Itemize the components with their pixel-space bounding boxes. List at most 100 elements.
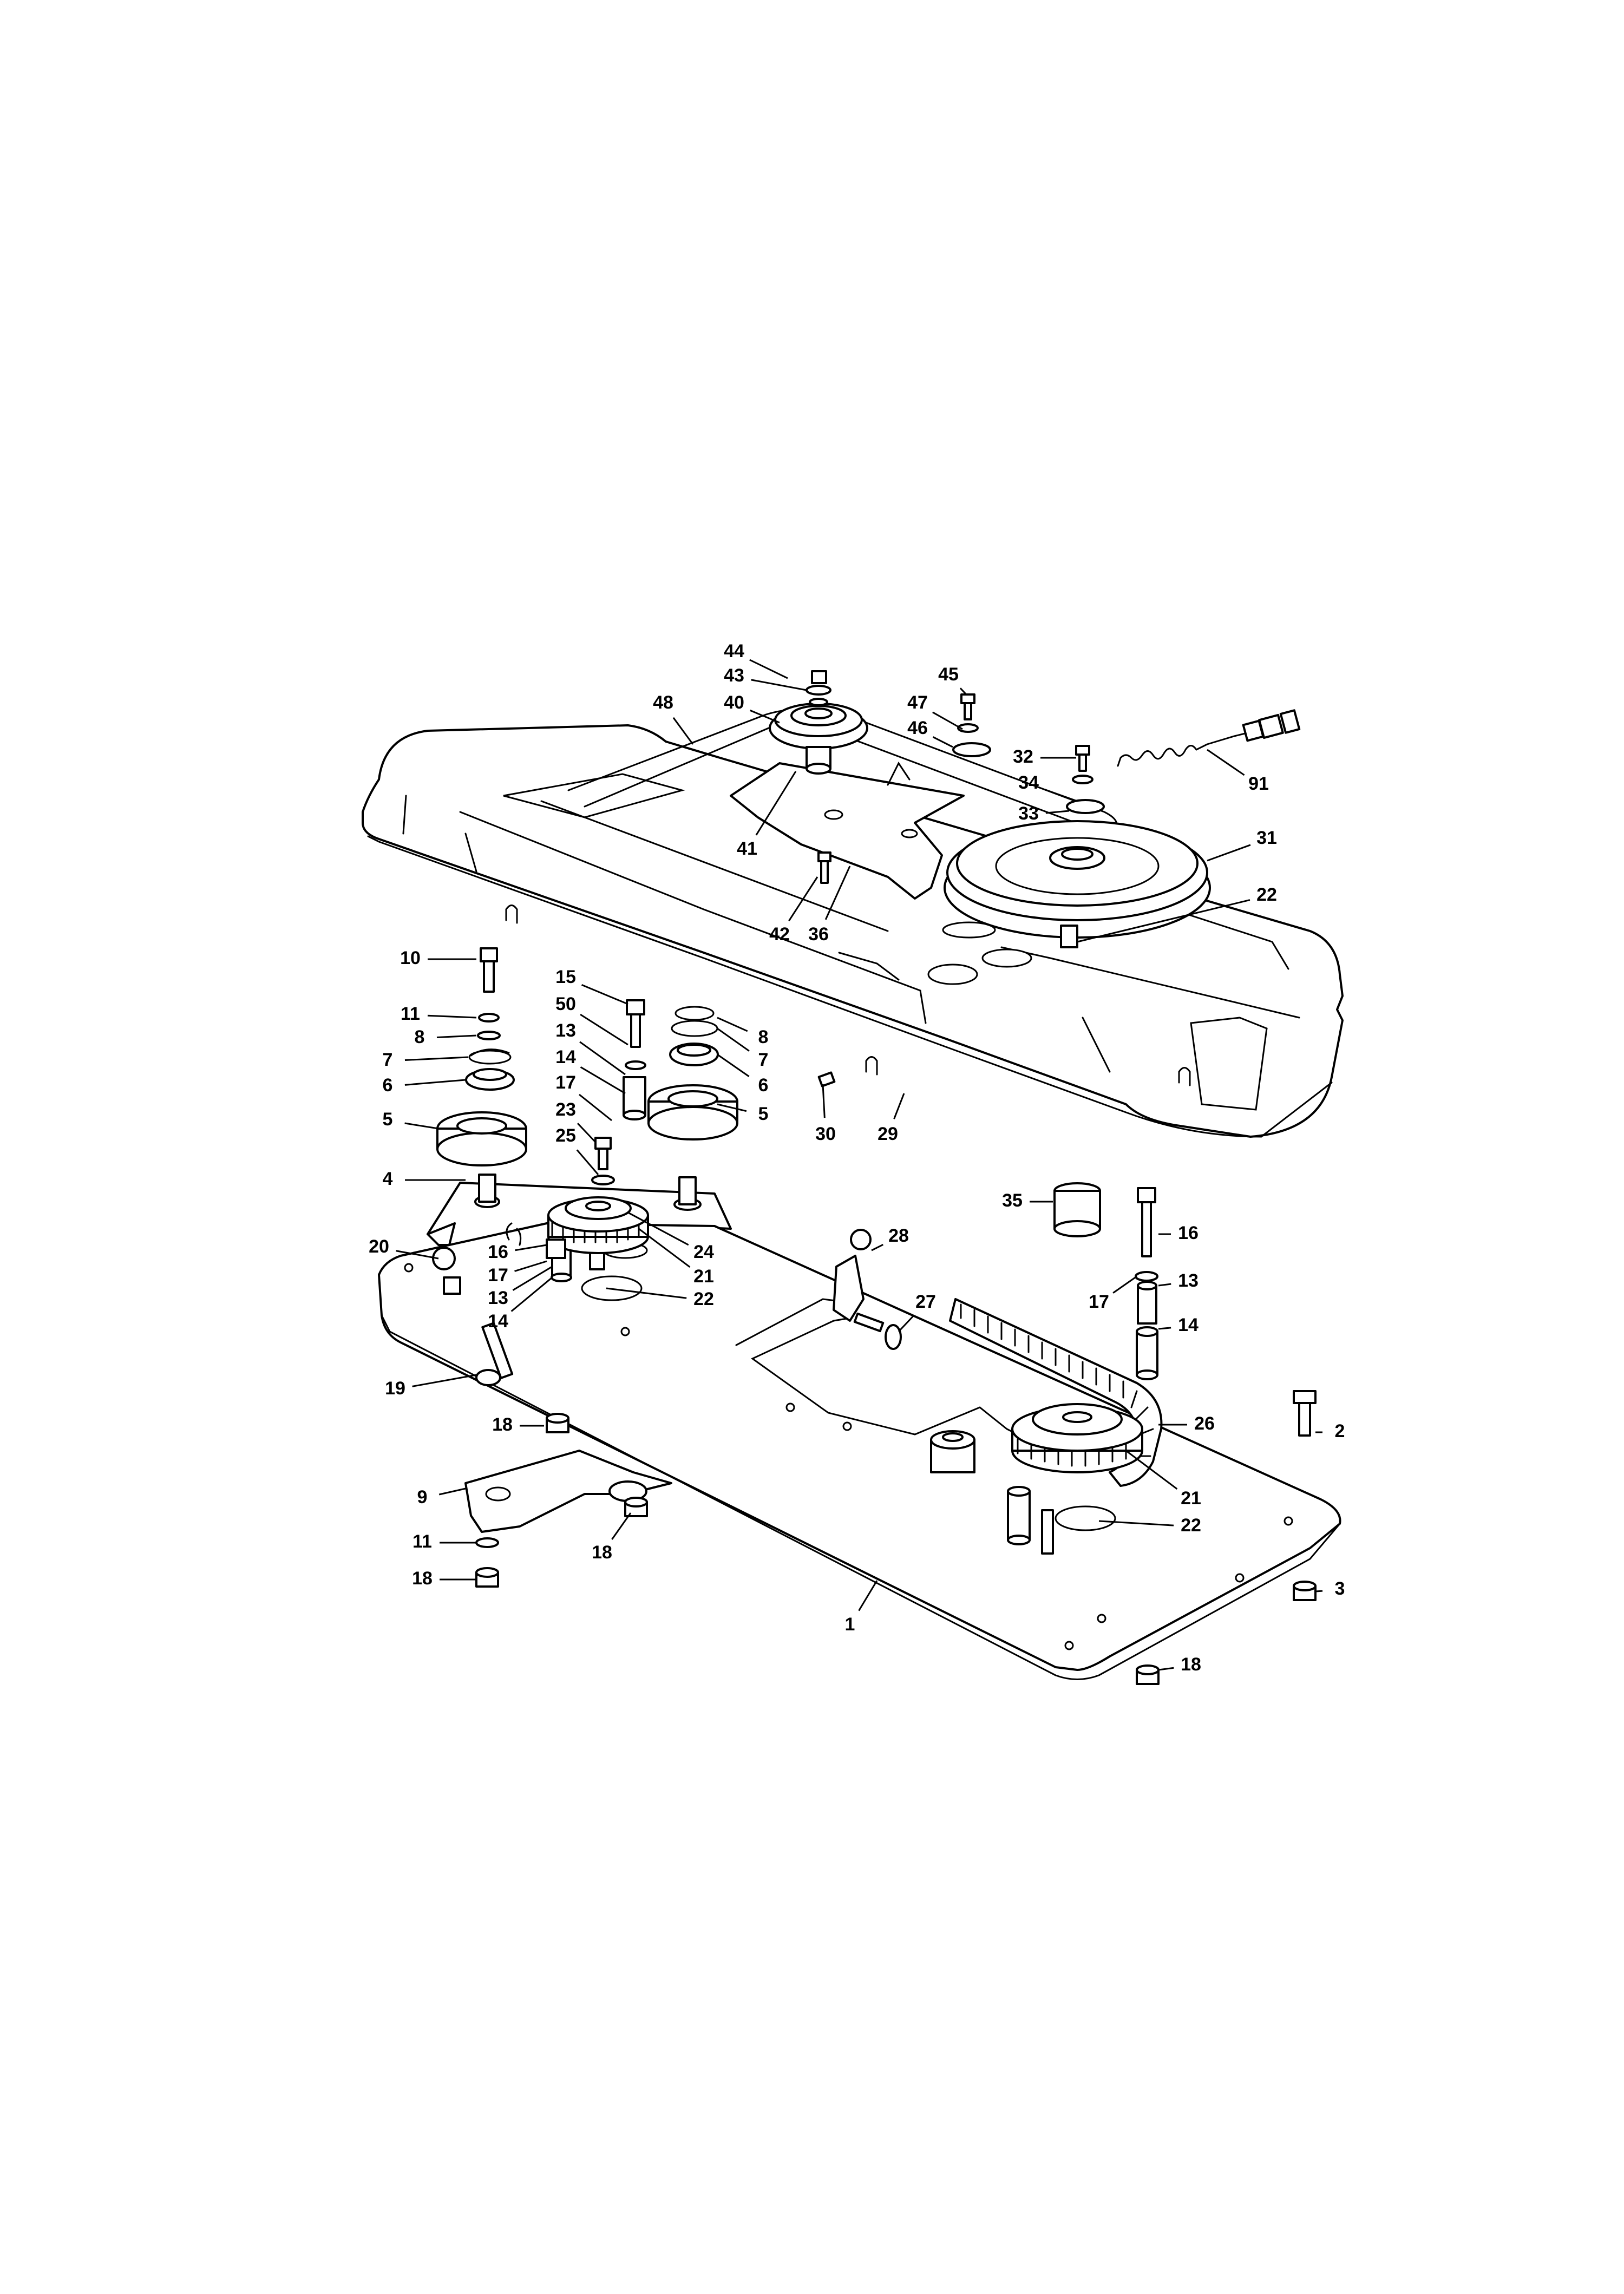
leader-line-c14c: [510, 1276, 553, 1312]
callout-label-c28: 28: [888, 1225, 909, 1246]
leader-line-c45: [959, 687, 967, 696]
callout-label-c4: 4: [383, 1169, 393, 1189]
callout-label-c45: 45: [938, 664, 959, 685]
leader-line-c44: [749, 659, 788, 679]
timing-pulley-21-left: [547, 1196, 649, 1254]
callout-label-c18a: 18: [492, 1414, 513, 1435]
leader-line-c42: [788, 876, 818, 921]
leader-line-c13a: [579, 1041, 626, 1076]
bracket-9: [464, 1450, 672, 1533]
callout-label-c35: 35: [1002, 1190, 1023, 1211]
leader-line-c22c: [1098, 1520, 1174, 1526]
callout-label-c20: 20: [369, 1236, 389, 1257]
callout-label-c22a: 22: [1256, 884, 1277, 905]
leader-line-c27: [898, 1315, 915, 1333]
leader-line-c5b: [717, 1103, 747, 1112]
leader-line-c7a: [404, 1056, 469, 1061]
callout-label-c46: 46: [907, 718, 928, 738]
leader-line-c14a: [580, 1066, 626, 1094]
callout-label-c41: 41: [737, 838, 757, 859]
callout-label-c22c: 22: [1181, 1515, 1201, 1536]
leader-line-c23: [577, 1123, 597, 1143]
upper-cover-29: [362, 724, 1344, 1138]
leader-line-c17b: [514, 1260, 547, 1272]
leader-line-c48: [672, 717, 694, 745]
leader-line-c13c: [1158, 1283, 1171, 1287]
leader-line-c17a: [579, 1093, 612, 1122]
leader-line-c5a: [404, 1122, 439, 1130]
callout-label-c14a: 14: [555, 1047, 576, 1067]
callout-label-c17b: 17: [488, 1265, 508, 1286]
leader-line-c40: [749, 709, 780, 724]
callout-label-c43: 43: [724, 665, 744, 686]
callout-label-c7a: 7: [383, 1050, 393, 1070]
callout-label-c47: 47: [907, 692, 928, 713]
callout-label-c27: 27: [915, 1292, 936, 1312]
callout-label-c34: 34: [1018, 772, 1039, 793]
callout-label-c21b: 21: [1181, 1488, 1201, 1509]
callout-label-c30: 30: [815, 1124, 836, 1144]
callout-label-c9: 9: [417, 1487, 428, 1508]
leader-line-c8b: [717, 1017, 748, 1032]
callout-label-c5b: 5: [758, 1104, 769, 1124]
leader-line-c31: [1207, 844, 1251, 862]
callout-label-c16a: 16: [488, 1242, 508, 1262]
leader-line-c22b: [606, 1287, 687, 1299]
leader-line-c6b: [717, 1053, 750, 1077]
leader-line-c20: [396, 1250, 439, 1260]
callout-label-c19: 19: [385, 1378, 405, 1399]
leader-line-c25: [576, 1149, 599, 1175]
leader-line-c1: [858, 1580, 878, 1611]
callout-label-c18d: 18: [1181, 1654, 1201, 1675]
leader-line-c34: [1044, 789, 1078, 802]
leader-line-c11a: [427, 1014, 477, 1019]
callout-label-c2: 2: [1335, 1421, 1345, 1441]
callout-label-c13c: 13: [1178, 1270, 1199, 1291]
leader-line-c22a: [1077, 899, 1250, 943]
leader-line-c14b: [1158, 1327, 1171, 1330]
leader-line-c28: [871, 1243, 884, 1251]
leader-line-c33: [1045, 810, 1070, 814]
leader-line-c41: [755, 771, 797, 836]
leader-line-c24: [627, 1211, 689, 1246]
nuts-18-11-3: [475, 1413, 1317, 1685]
callout-label-c14c: 14: [488, 1311, 508, 1332]
callout-label-c13b: 13: [488, 1288, 508, 1308]
callout-label-c6a: 6: [383, 1075, 393, 1096]
left-stack-parts: [436, 947, 738, 1185]
leader-line-c91: [1207, 749, 1245, 776]
callout-label-c48: 48: [653, 692, 673, 713]
callout-label-c11a: 11: [401, 1004, 420, 1024]
leader-line-c50: [580, 1013, 628, 1046]
leader-line-c47: [932, 711, 963, 730]
small-hardware-parts: [432, 1071, 902, 1386]
callout-label-c50: 50: [555, 994, 576, 1014]
callout-label-c7b: 7: [758, 1050, 769, 1070]
leader-line-c16a: [515, 1244, 547, 1251]
callout-label-c15: 15: [555, 967, 576, 987]
callout-label-c31: 31: [1256, 828, 1277, 848]
callout-label-c44: 44: [724, 641, 744, 661]
callout-label-c33: 33: [1018, 803, 1039, 824]
callout-label-c18b: 18: [592, 1542, 612, 1563]
callout-label-c11b: 11: [412, 1531, 432, 1552]
callout-label-c36: 36: [808, 924, 829, 945]
callout-label-c6b: 6: [758, 1075, 769, 1096]
callout-label-c29: 29: [878, 1124, 898, 1144]
callout-label-c5a: 5: [383, 1109, 393, 1130]
leader-line-c17c: [1112, 1275, 1137, 1294]
leader-line-c9: [438, 1487, 466, 1496]
callout-label-c22b: 22: [693, 1289, 714, 1309]
right-stack-parts: [1053, 1182, 1317, 1437]
callout-label-c21a: 21: [693, 1266, 714, 1287]
leader-line-c19: [412, 1374, 477, 1387]
callout-label-c10: 10: [400, 948, 421, 968]
callout-label-c14b: 14: [1178, 1315, 1199, 1335]
idler-bracket-36: [730, 762, 965, 900]
callout-label-c42: 42: [769, 924, 790, 945]
leader-line-c29: [893, 1093, 905, 1119]
leader-line-c46: [932, 736, 953, 748]
leader-line-c7b: [717, 1027, 750, 1052]
